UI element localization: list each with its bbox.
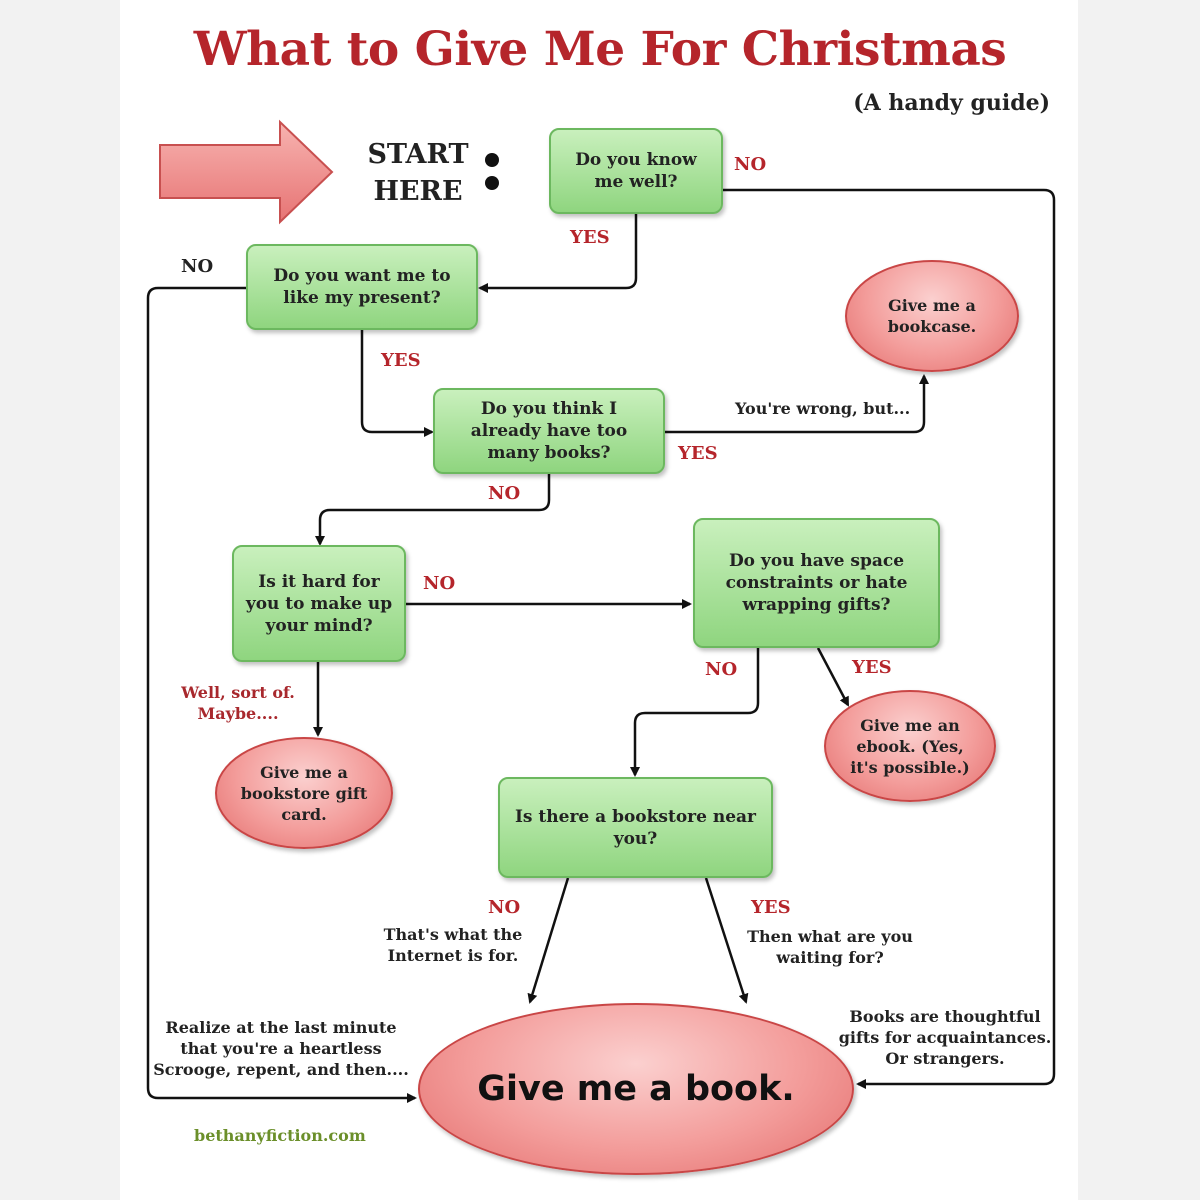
question-hard-decide: Is it hard for you to make up your mind? — [232, 545, 406, 662]
edge-space-no — [630, 648, 760, 777]
edge-like-no — [146, 286, 417, 1103]
label-space-yes: YES — [852, 657, 892, 678]
start-label: START HERE — [348, 136, 488, 210]
outcome-gift-card: Give me a bookstore gift card. — [215, 737, 393, 849]
note-sort-of: Well, sort of. Maybe.... — [181, 683, 295, 723]
outcome-book: Give me a book. — [418, 1003, 854, 1175]
question-too-many-books: Do you think I already have too many boo… — [433, 388, 665, 474]
colon-dot-top — [485, 153, 499, 167]
start-line-2: HERE — [373, 176, 463, 207]
page-subtitle: (A handy guide) — [853, 90, 1050, 116]
outcome-ebook: Give me an ebook. (Yes, it's possible.) — [824, 690, 996, 802]
edge-store-no — [527, 877, 570, 1004]
label-store-no: NO — [488, 897, 521, 918]
label-hard-no: NO — [423, 573, 456, 594]
note-acquaintances: Books are thoughtful gifts for acquainta… — [838, 1007, 1052, 1068]
label-toomany-no: NO — [488, 483, 521, 504]
outcome-bookcase: Give me a bookcase. — [845, 260, 1019, 372]
question-space-wrapping: Do you have space constraints or hate wr… — [693, 518, 940, 648]
note-wrong-but: You're wrong, but... — [735, 399, 911, 418]
edge-know-no — [722, 188, 1056, 1089]
label-space-no: NO — [705, 659, 738, 680]
edge-know-yes — [478, 214, 638, 293]
label-know-yes: YES — [570, 227, 610, 248]
question-know-me: Do you know me well? — [549, 128, 723, 214]
page-title: What to Give Me For Christmas — [193, 22, 1007, 77]
label-like-no: NO — [181, 256, 214, 277]
edge-toomany-yes — [664, 374, 929, 434]
edge-toomany-no — [315, 474, 551, 546]
label-store-yes: YES — [751, 897, 791, 918]
question-like-present: Do you want me to like my present? — [246, 244, 478, 330]
edge-space-yes — [816, 647, 850, 707]
colon-dot-bottom — [485, 176, 499, 190]
note-internet: That's what the Internet is for. — [383, 925, 523, 965]
label-toomany-yes: YES — [678, 443, 718, 464]
label-know-no: NO — [734, 154, 767, 175]
note-scrooge: Realize at the last minute that you're a… — [153, 1018, 409, 1079]
edge-like-yes — [360, 330, 434, 437]
start-line-1: START — [367, 139, 469, 170]
label-like-yes: YES — [381, 350, 421, 371]
credit-link[interactable]: bethanyfiction.com — [194, 1126, 366, 1145]
question-bookstore-near: Is there a bookstore near you? — [498, 777, 773, 878]
edge-store-yes — [704, 877, 749, 1004]
note-waiting: Then what are you waiting for? — [747, 927, 913, 967]
